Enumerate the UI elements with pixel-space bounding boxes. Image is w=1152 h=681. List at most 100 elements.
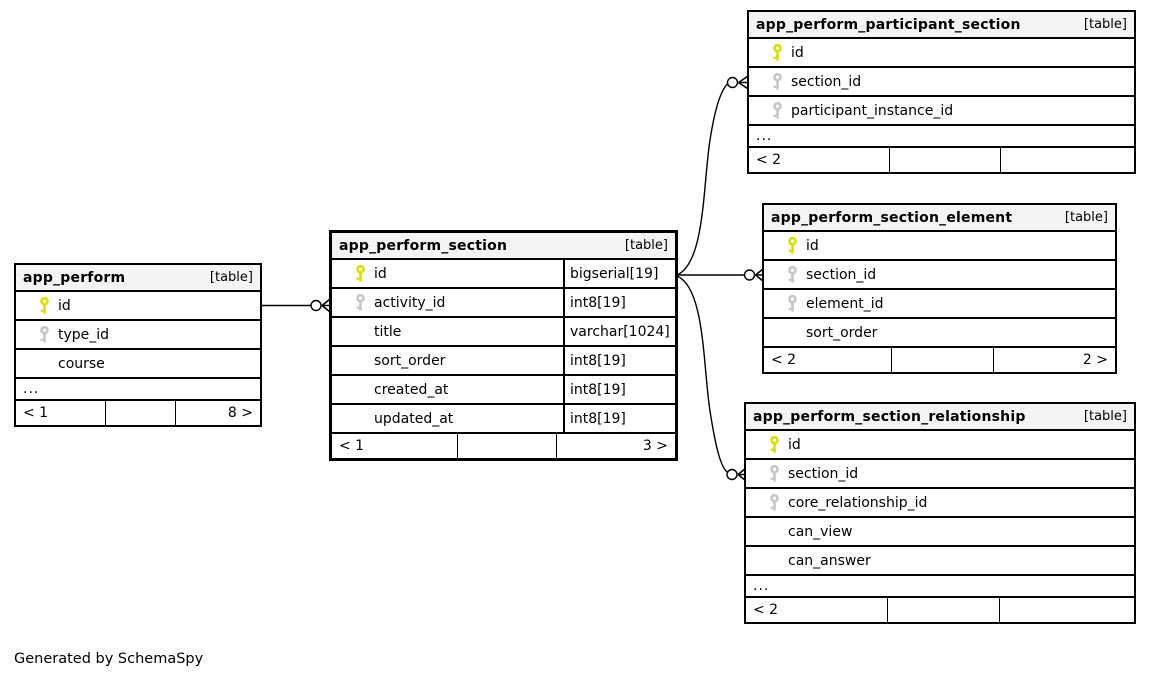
table-app_perform_section_relationship[interactable]: app_perform_section_relationship [table]… <box>744 402 1136 624</box>
footer-middle-cell <box>888 148 1001 172</box>
table-name: app_perform_section_element <box>771 209 1013 226</box>
primary-key-icon <box>768 436 781 453</box>
ellipsis-row: ... <box>749 126 1134 148</box>
zero-many-circle <box>743 269 756 281</box>
foreign-key-icon <box>768 494 781 511</box>
column-name: updated_at <box>374 410 454 427</box>
footer-left-count: < 1 <box>23 405 49 421</box>
foreign-key-icon <box>771 102 784 119</box>
table-footer: < 1 8 > <box>16 401 260 425</box>
footer-left-count: < 2 <box>771 352 797 368</box>
footer-middle-cell <box>456 434 556 458</box>
table-header: app_perform_section_element [table] <box>764 205 1115 232</box>
column-name: can_answer <box>788 552 871 569</box>
column-name: course <box>58 355 105 372</box>
column-name: id <box>58 297 71 314</box>
table-tag: [table] <box>1064 210 1108 225</box>
footer-right-count <box>1000 148 1134 172</box>
table-app_perform_participant_section[interactable]: app_perform_participant_section [table] … <box>747 10 1136 174</box>
column-row-type_id: type_id <box>16 321 260 350</box>
column-type: int8[19] <box>563 405 675 432</box>
schemaspy-credit: Generated by SchemaSpy <box>14 651 204 667</box>
foreign-key-icon <box>786 266 799 283</box>
column-name: core_relationship_id <box>788 494 928 511</box>
column-type: varchar[1024] <box>563 318 675 345</box>
column-name: sort_order <box>374 352 446 369</box>
footer-right-count: 2 > <box>993 348 1115 372</box>
primary-key-icon <box>354 265 367 282</box>
footer-right-count <box>999 598 1134 622</box>
edge-app_perform_section-to-participant_section <box>676 83 729 276</box>
table-columns: id section_id core_relationship_id can_view… <box>746 431 1134 576</box>
column-row-can_view: can_view <box>746 518 1134 547</box>
foreign-key-icon <box>354 294 367 311</box>
column-row-section_id: section_id <box>746 460 1134 489</box>
column-row-section_id: section_id <box>764 261 1115 290</box>
table-header: app_perform_participant_section [table] <box>749 12 1134 39</box>
footer-middle-cell <box>891 348 993 372</box>
column-name: type_id <box>58 326 110 343</box>
zero-many-circle <box>726 76 739 89</box>
table-name: app_perform_section <box>339 237 508 254</box>
primary-key-icon <box>786 237 799 254</box>
primary-key-icon <box>771 44 784 61</box>
primary-key-icon <box>38 297 51 314</box>
table-footer: < 2 <box>746 598 1134 622</box>
column-name: id <box>806 237 819 254</box>
ellipsis-row: ... <box>16 379 260 401</box>
ellipsis-row: ... <box>746 576 1134 598</box>
column-name: section_id <box>806 266 877 283</box>
column-row-participant_instance_id: participant_instance_id <box>749 97 1134 126</box>
table-footer: < 2 2 > <box>764 348 1115 372</box>
column-name: id <box>788 436 801 453</box>
footer-right-count: 3 > <box>555 434 675 458</box>
column-row-created_at: created_at int8[19] <box>332 376 675 405</box>
column-row-updated_at: updated_at int8[19] <box>332 405 675 434</box>
column-row-sort_order: sort_order <box>764 319 1115 348</box>
column-type: int8[19] <box>563 376 675 403</box>
column-name: id <box>791 44 804 61</box>
zero-many-circle <box>726 468 738 481</box>
table-footer: < 2 <box>749 148 1134 172</box>
column-row-id: id <box>16 292 260 321</box>
column-row-sort_order: sort_order int8[19] <box>332 347 675 376</box>
column-name: sort_order <box>806 324 878 341</box>
column-name: section_id <box>791 73 862 90</box>
column-type: int8[19] <box>563 347 675 374</box>
crow-foot-icon <box>738 75 748 90</box>
foreign-key-icon <box>38 326 51 343</box>
footer-left-count: < 2 <box>756 152 782 168</box>
footer-left-count: < 2 <box>753 602 779 618</box>
column-name: section_id <box>788 465 859 482</box>
table-header: app_perform_section_relationship [table] <box>746 404 1134 431</box>
column-name: created_at <box>374 381 449 398</box>
column-row-id: id <box>746 431 1134 460</box>
table-header: app_perform [table] <box>16 265 260 292</box>
table-columns: id section_id participant_instance_id <box>749 39 1134 126</box>
column-name: participant_instance_id <box>791 102 954 119</box>
table-app_perform_section_element[interactable]: app_perform_section_element [table] id se… <box>762 203 1117 374</box>
zero-many-circle <box>310 299 322 312</box>
table-tag: [table] <box>209 270 253 285</box>
column-name: id <box>374 265 387 282</box>
footer-left-count: < 1 <box>339 438 365 454</box>
table-name: app_perform_participant_section <box>756 16 1021 33</box>
crow-foot-icon <box>321 298 330 313</box>
foreign-key-icon <box>771 73 784 90</box>
foreign-key-icon <box>786 295 799 312</box>
table-tag: [table] <box>624 238 668 253</box>
table-footer: < 1 3 > <box>332 434 675 458</box>
column-row-section_id: section_id <box>749 68 1134 97</box>
column-name: can_view <box>788 523 853 540</box>
table-header: app_perform_section [table] <box>332 233 675 260</box>
